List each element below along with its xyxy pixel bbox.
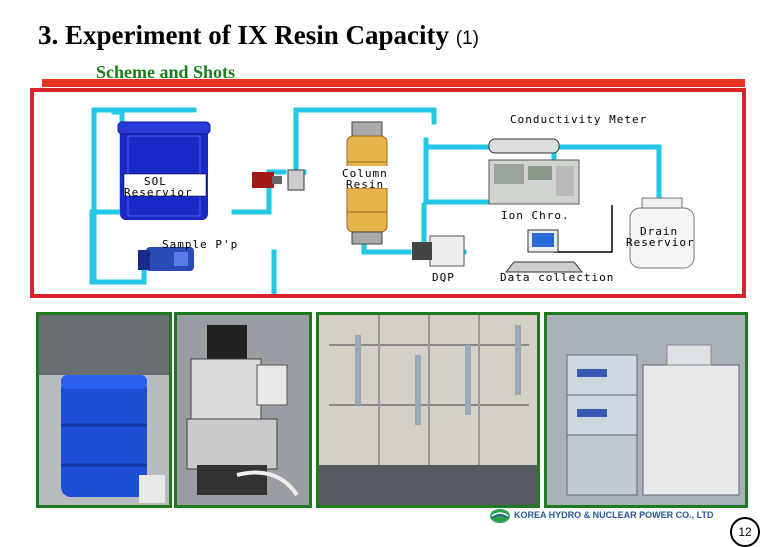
column-line1: Column (342, 167, 388, 180)
ion-chro-label: Ion Chro. (501, 209, 570, 222)
photo-ion-chromatograph-image (547, 315, 745, 505)
title-underline-bar (42, 79, 745, 87)
page-number: 12 (730, 517, 760, 547)
data-collection-label: Data collection (500, 271, 615, 284)
column-resin-label: Column Resin (342, 168, 388, 190)
dqp-pump-icon (412, 235, 465, 267)
ion-chromatograph-icon (488, 159, 580, 205)
sol-reservoir-line1: SOL (144, 175, 167, 188)
drain-reservoir-icon (629, 197, 695, 269)
title-text: 3. Experiment of IX Resin Capacity (38, 20, 449, 50)
conductivity-meter-icon (488, 138, 560, 154)
resin-column-icon (340, 121, 394, 245)
valve-icon (252, 169, 305, 191)
drain-line2: Reservior (626, 236, 695, 249)
photo-column-rack-image (319, 315, 537, 505)
photo-sol-reservoir-image (39, 315, 169, 505)
sample-pump-label: Sample P'p (162, 238, 239, 251)
photo-column-rack (316, 312, 540, 508)
drain-line1: Drain (640, 225, 679, 238)
company-logo (488, 508, 738, 524)
company-name: KOREA HYDRO & NUCLEAR POWER CO., LTD (514, 510, 714, 520)
sample-pump-icon (138, 247, 194, 271)
photo-pump-image (177, 315, 309, 505)
sol-reservoir-line2: Reservior (124, 186, 193, 199)
company-logo-icon (490, 509, 510, 523)
sol-reservoir-label: SOL Reservior (124, 176, 193, 198)
title-number: (1) (455, 28, 479, 49)
photo-pump-setup (174, 312, 312, 508)
photo-ion-chromatograph (544, 312, 748, 508)
page-title: 3. Experiment of IX Resin Capacity (1) (38, 20, 479, 51)
scheme-drawing (89, 107, 695, 294)
dqp-label: DQP (432, 271, 455, 284)
computer-icon (504, 229, 584, 273)
conductivity-meter-label: Conductivity Meter (510, 113, 648, 126)
signal-cable (554, 205, 613, 253)
column-line2: Resin (346, 178, 385, 191)
photo-sol-reservoir (36, 312, 172, 508)
drain-reservoir-label: Drain Reservior (626, 226, 695, 248)
sol-reservoir-icon (117, 121, 211, 220)
section-subtitle: Scheme and Shots (96, 62, 236, 82)
scheme-diagram: SOL Reservior Sample P'p Column Resin Co… (30, 88, 746, 298)
